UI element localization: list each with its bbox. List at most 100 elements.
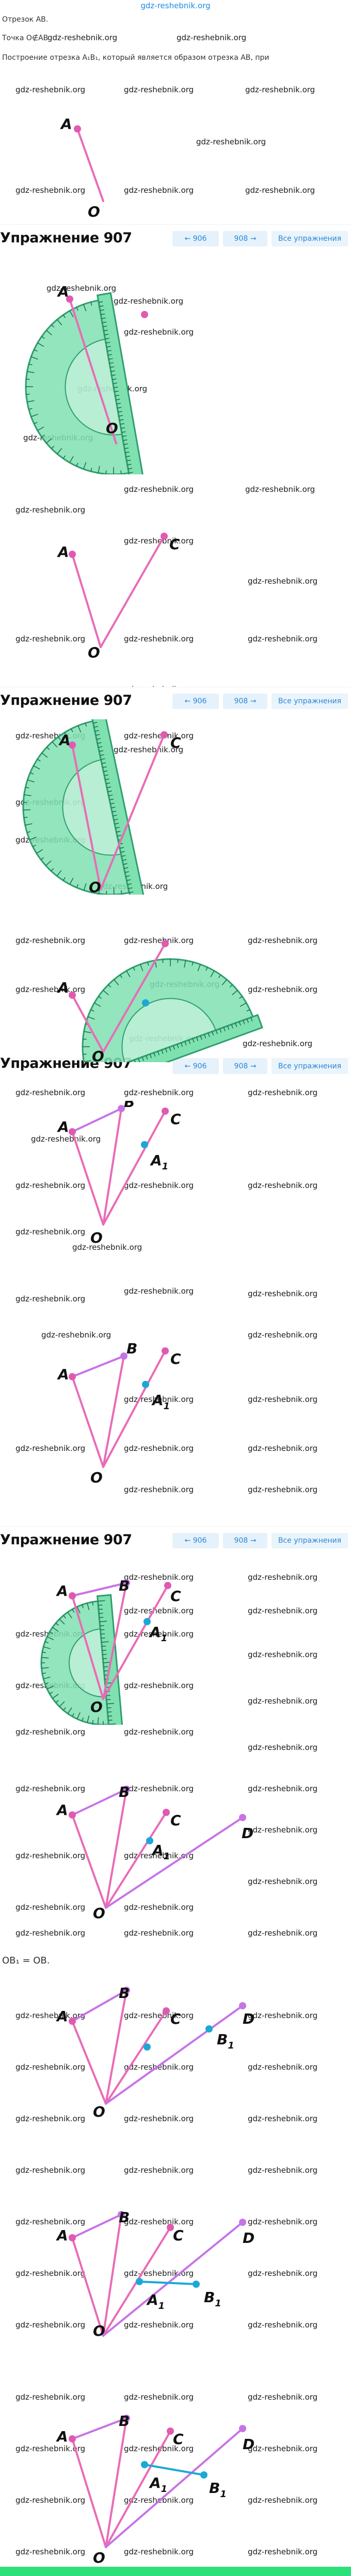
watermark: gdz-reshebnik.org bbox=[15, 1181, 86, 1190]
watermark: gdz-reshebnik.org bbox=[124, 634, 194, 643]
point-label: C bbox=[170, 734, 181, 751]
watermark: gdz-reshebnik.org bbox=[15, 2217, 86, 2226]
point-label: O bbox=[90, 1469, 103, 1486]
point-label: C bbox=[170, 1588, 181, 1605]
point bbox=[142, 1381, 149, 1388]
watermark: gdz-reshebnik.org bbox=[248, 2547, 318, 2556]
point bbox=[163, 2007, 170, 2014]
point bbox=[167, 2224, 174, 2231]
watermark: gdz-reshebnik.org bbox=[15, 1784, 86, 1793]
watermark: gdz-reshebnik.org bbox=[248, 634, 318, 643]
watermark: gdz-reshebnik.org bbox=[248, 2166, 318, 2175]
segment bbox=[71, 553, 102, 648]
watermark: gdz-reshebnik.org bbox=[248, 936, 318, 945]
prev-exercise-button[interactable]: ← 906 bbox=[172, 693, 219, 709]
segment bbox=[71, 1355, 125, 1378]
watermark: gdz-reshebnik.org bbox=[248, 2217, 318, 2226]
point bbox=[162, 940, 169, 947]
point-label: A bbox=[57, 543, 69, 560]
segment bbox=[71, 994, 104, 1053]
watermark: gdz-reshebnik.org bbox=[124, 1903, 194, 1912]
segment bbox=[105, 1989, 127, 2105]
all-exercises-button[interactable]: Все упражнения bbox=[272, 231, 348, 246]
all-exercises-button[interactable]: Все упражнения bbox=[272, 1533, 348, 1548]
segment bbox=[71, 2438, 107, 2548]
point-label: A bbox=[56, 2008, 68, 2025]
segment bbox=[71, 1814, 107, 1909]
point bbox=[118, 1105, 125, 1112]
point bbox=[163, 1809, 170, 1816]
point bbox=[69, 2435, 76, 2442]
point bbox=[162, 1347, 169, 1355]
figure-svg: AO bbox=[25, 283, 148, 480]
watermark: gdz-reshebnik.org bbox=[15, 1851, 86, 1860]
point-label: D bbox=[243, 2230, 254, 2247]
segment bbox=[105, 2005, 244, 2105]
watermark: gdz-reshebnik.org bbox=[15, 2269, 86, 2278]
point-label: A bbox=[56, 1582, 68, 1599]
point bbox=[69, 741, 76, 749]
point-label: D bbox=[243, 2436, 254, 2453]
point-label: A bbox=[57, 283, 69, 300]
next-exercise-button[interactable]: 908 → bbox=[223, 693, 267, 709]
next-exercise-button[interactable]: 908 → bbox=[223, 231, 267, 246]
prev-exercise-button[interactable]: ← 906 bbox=[172, 1533, 219, 1548]
prev-exercise-button[interactable]: ← 906 bbox=[172, 231, 219, 246]
watermark: gdz-reshebnik.org bbox=[41, 1330, 111, 1340]
watermark: gdz-reshebnik.org bbox=[124, 2392, 194, 2402]
point-label: C bbox=[169, 536, 180, 553]
footer-bar bbox=[0, 2567, 351, 2576]
watermark: gdz-reshebnik.org bbox=[248, 576, 318, 586]
watermark: gdz-reshebnik.org bbox=[124, 2320, 194, 2330]
point bbox=[69, 992, 76, 999]
exercise-bar: Упражнение 907 ← 906 908 → Все упражнени… bbox=[0, 687, 351, 718]
point bbox=[239, 2425, 246, 2432]
next-exercise-button[interactable]: 908 → bbox=[223, 1059, 267, 1074]
watermark: gdz-reshebnik.org bbox=[114, 296, 184, 306]
exercise-bar: Упражнение 907 ← 906 908 → Все упражнени… bbox=[0, 224, 351, 256]
point bbox=[161, 731, 168, 738]
watermark: gdz-reshebnik.org bbox=[15, 186, 86, 195]
point bbox=[141, 2461, 148, 2468]
watermark: gdz-reshebnik.org bbox=[114, 745, 184, 754]
watermark: gdz-reshebnik.org bbox=[124, 2547, 194, 2556]
point bbox=[120, 1352, 127, 1360]
protractor bbox=[22, 712, 145, 899]
point-label: A bbox=[57, 1366, 69, 1383]
watermark: gdz-reshebnik.org bbox=[248, 2320, 318, 2330]
segment bbox=[143, 2464, 205, 2476]
site-header[interactable]: gdz-reshebnik.org bbox=[140, 1, 211, 10]
watermark: gdz-reshebnik.org bbox=[15, 1088, 86, 1097]
watermark: gdz-reshebnik.org bbox=[248, 985, 318, 994]
watermark: gdz-reshebnik.org bbox=[124, 1181, 194, 1190]
point bbox=[123, 1987, 130, 1994]
segment bbox=[102, 1355, 125, 1468]
watermark: gdz-reshebnik.org bbox=[47, 33, 118, 42]
point-label: C bbox=[170, 2010, 181, 2027]
exercise-title: Упражнение 907 bbox=[0, 692, 132, 708]
all-exercises-button[interactable]: Все упражнения bbox=[272, 1059, 348, 1074]
watermark: gdz-reshebnik.org bbox=[196, 137, 266, 146]
watermark: gdz-reshebnik.org bbox=[15, 2392, 86, 2402]
all-exercises-button[interactable]: Все упражнения bbox=[272, 693, 348, 709]
watermark: gdz-reshebnik.org bbox=[248, 1825, 318, 1835]
watermark: gdz-reshebnik.org bbox=[248, 1696, 318, 1706]
point-label: D bbox=[243, 2010, 254, 2027]
watermark: gdz-reshebnik.org bbox=[15, 505, 86, 515]
figure-svg: AO bbox=[60, 115, 104, 220]
watermark: gdz-reshebnik.org bbox=[124, 731, 194, 740]
prev-exercise-button[interactable]: ← 906 bbox=[172, 1059, 219, 1074]
watermark: gdz-reshebnik.org bbox=[177, 33, 247, 42]
watermark: gdz-reshebnik.org bbox=[124, 1681, 194, 1690]
watermark: gdz-reshebnik.org bbox=[248, 1088, 318, 1097]
point-label: O bbox=[92, 1048, 104, 1062]
point bbox=[164, 1582, 171, 1589]
next-exercise-button[interactable]: 908 → bbox=[223, 1533, 267, 1548]
segment bbox=[100, 535, 165, 648]
point-label: A1 bbox=[146, 2291, 165, 2311]
